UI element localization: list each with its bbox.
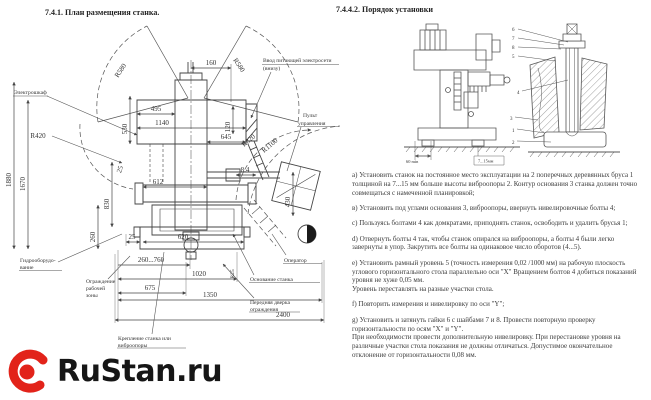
machine-side-view [404,24,520,165]
dim-260: 260 [89,231,97,242]
dim-r580-left: R580 [113,62,128,79]
dim-1880: 1880 [5,173,13,188]
dim-120: 120 [224,121,232,132]
callout-5: 5 [512,55,515,60]
label-operator: Оператор [284,258,307,264]
label-pendant-line1: Пульт [303,113,318,119]
pendant-swing-arcs [236,126,340,214]
label-pendant-line2: управления [298,121,326,127]
label-front-door-line2: ограждения [250,307,279,313]
label-machine-base: Основание станка [250,277,293,283]
dim-495: 495 [151,105,162,113]
dim-r1100: R1100 [260,136,280,154]
procedure-step-d: d) Отвернуть болты 4 так, чтобы станок о… [352,234,616,252]
label-mount-line1: Крепление станка или [118,336,171,342]
label-power-inlet-line1: Ввод питающей электросети [263,57,332,64]
label-guard-line2: рабочей [86,285,105,292]
rustan-logo: RuStan.ru [6,348,223,394]
pendant-box [272,162,320,210]
label-front-door-line1: Передняя дверка [250,300,290,306]
rustan-logo-icon [6,348,52,394]
dim-1140: 1140 [155,119,169,127]
label-mount-line2: виброопоры [118,342,147,349]
dim-160: 160 [206,59,217,67]
label-power-inlet-line2: (внизу) [263,65,280,72]
dim-620: 620 [178,233,189,241]
section-title-procedure: 7.4.4.2. Порядок установки [336,5,433,14]
dim-7-15mm: 7...15мм [478,159,494,164]
callout-6: 6 [512,28,515,33]
rustan-logo-text: RuStan.ru [57,353,223,389]
dim-r25: R25 [230,269,236,279]
machine-top-view [134,60,280,260]
plan-drawing-svg: R580 R580 [5,22,340,349]
dimension-texts: 160 495 1140 645 120 530 R420 1880 1670 … [5,59,292,319]
install-figure-svg: 60 min 7...15мм [368,20,640,170]
dim-r580-right: R580 [231,57,246,74]
vibro-support-detail [515,24,620,157]
installation-procedure-text: а) Установить станок на постоянное место… [352,171,645,366]
operator-figure [244,200,316,246]
dim-830: 830 [103,198,111,209]
label-hydro-line2: вание [20,265,34,271]
procedure-step-g: g) Установить и затянуть гайки 6 с шайба… [352,315,621,359]
dim-612: 612 [153,178,164,186]
label-hydro-line1: Гидрооборудо- [20,257,56,264]
dim-25-base: 25 [129,233,137,241]
procedure-step-a: а) Установить станок на постоянное место… [352,171,639,197]
dim-60min: 60 min [406,159,419,164]
dim-530: 530 [121,123,129,134]
plan-labels: Электрошкаф Гидрооборудо- вание Огражден… [13,57,339,349]
procedure-step-c: с) Пользуясь болтами 4 как домкратами, п… [352,219,628,228]
dim-675: 675 [145,284,156,292]
dim-1670: 1670 [19,177,27,192]
label-guard-line1: Ограждение [86,279,116,285]
callout-3: 3 [510,117,513,122]
dim-260-760: 260...760 [138,256,165,264]
callout-8: 8 [512,46,515,51]
dim-645: 645 [221,133,232,141]
procedure-step-e: е) Установить рамный уровень 5 (точность… [352,258,637,294]
dimension-lines [12,64,324,323]
section-title-plan: 7.4.1. План размещения станка. [45,8,160,17]
procedure-step-f: f) Повторить измерения и нивелировку по … [352,300,505,309]
dim-2400: 2400 [276,311,291,319]
callout-7: 7 [512,37,515,42]
door-swing-arcs [80,26,299,189]
label-guard-line3: зоны [86,293,98,299]
callout-2: 2 [512,141,515,146]
callout-4: 4 [517,91,520,96]
dim-430: 430 [284,196,292,207]
dim-1350: 1350 [203,291,218,299]
detail-callout-numbers: 6 7 8 5 4 3 1 2 [510,28,520,146]
dim-25-diag: 25 [115,164,125,174]
procedure-step-b: в) Установить под углами основания 3, ви… [352,203,616,212]
dim-1020: 1020 [192,270,207,278]
dim-84: 8.4 [241,166,250,174]
dim-r420: R420 [30,132,46,140]
label-electro-cabinet: Электрошкаф [14,89,47,96]
callout-1: 1 [512,129,515,134]
